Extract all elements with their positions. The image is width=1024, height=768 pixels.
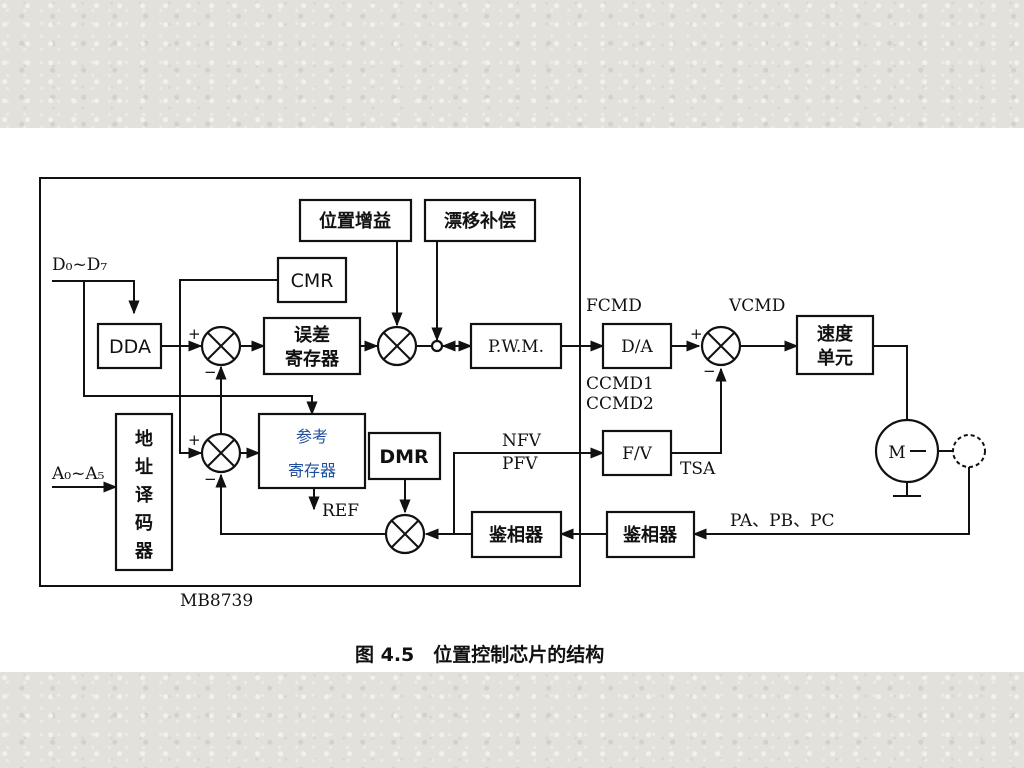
junction-node	[430, 339, 444, 353]
da-block: D/A	[601, 322, 673, 370]
chip-boundary	[39, 177, 581, 587]
decorative-band-top	[0, 0, 1024, 128]
position-gain-block: 位置增益	[298, 198, 413, 243]
address-decoder-char-1: 地	[135, 428, 153, 450]
reference-register-block: 参考 寄存器	[257, 412, 367, 490]
pwm-block: P.W.M.	[469, 322, 563, 370]
drift-compensation-block: 漂移补偿	[423, 198, 537, 243]
dda-block: DDA	[96, 322, 163, 370]
address-decoder-char-3: 译	[135, 485, 154, 506]
dmr-label: DMR	[379, 446, 429, 468]
speed-unit-label-1: 速度	[817, 323, 854, 345]
phase-detector-outer-block: 鉴相器	[605, 510, 696, 559]
cmr-block: CMR	[276, 256, 348, 304]
error-register-label-1: 误差	[294, 324, 330, 346]
pa-pb-pc-label: PA、PB、PC	[730, 511, 835, 531]
encoder	[952, 434, 986, 468]
cmr-label: CMR	[291, 270, 334, 292]
ref-label: REF	[322, 501, 359, 521]
reference-register-label-2: 寄存器	[288, 461, 336, 480]
sum-junction-2	[200, 432, 242, 474]
nfv-label: NFV	[502, 431, 542, 451]
address-decoder-char-2: 址	[135, 457, 153, 478]
ccmd2-label: CCMD2	[586, 394, 654, 414]
dda-label: DDA	[109, 336, 151, 358]
sum3-plus: +	[690, 325, 703, 343]
ccmd1-label: CCMD1	[586, 374, 654, 394]
input-a-label: A₀~A₅	[51, 464, 105, 484]
error-register-label-2: 寄存器	[285, 348, 340, 370]
vcmd-label: VCMD	[728, 296, 785, 316]
pwm-label: P.W.M.	[488, 337, 544, 357]
sum1-plus: +	[188, 325, 201, 343]
error-register-block: 误差 寄存器	[262, 316, 362, 376]
multiplier-1	[376, 325, 418, 367]
input-d-label: D₀~D₇	[52, 255, 107, 275]
sum1-minus: −	[204, 363, 217, 381]
wires	[52, 241, 970, 540]
chip-label: MB8739	[180, 591, 253, 611]
multiplier-2	[384, 513, 426, 555]
sum-junction-3	[700, 325, 742, 367]
phase-detector-inner-block: 鉴相器	[470, 510, 563, 559]
fv-label: F/V	[622, 444, 653, 464]
reference-register-label-1: 参考	[296, 427, 328, 446]
motor: M	[874, 418, 940, 484]
sum2-minus: −	[204, 470, 217, 488]
speed-unit-block: 速度 单元	[795, 314, 875, 376]
pfv-label: PFV	[502, 454, 538, 474]
fcmd-label: FCMD	[586, 296, 642, 316]
speed-unit-label-2: 单元	[817, 347, 853, 369]
phase-detector-outer-label: 鉴相器	[622, 524, 678, 546]
decorative-band-bottom	[0, 672, 1024, 768]
position-gain-label: 位置增益	[319, 210, 391, 232]
fv-block: F/V	[601, 429, 673, 477]
figure-caption: 图 4.5 位置控制芯片的结构	[355, 643, 604, 666]
motor-label: M	[888, 443, 905, 463]
sum2-plus: +	[188, 431, 201, 449]
address-decoder-block: 地 址 译 码 器	[114, 412, 174, 572]
dmr-block: DMR	[367, 431, 442, 481]
sum3-minus: −	[703, 362, 716, 380]
phase-detector-inner-label: 鉴相器	[488, 524, 544, 546]
da-label: D/A	[621, 337, 653, 357]
tsa-label: TSA	[680, 459, 716, 479]
address-decoder-char-4: 码	[135, 513, 153, 534]
address-decoder-char-5: 器	[134, 541, 154, 562]
drift-compensation-label: 漂移补偿	[444, 210, 516, 232]
sum-junction-1	[200, 325, 242, 367]
